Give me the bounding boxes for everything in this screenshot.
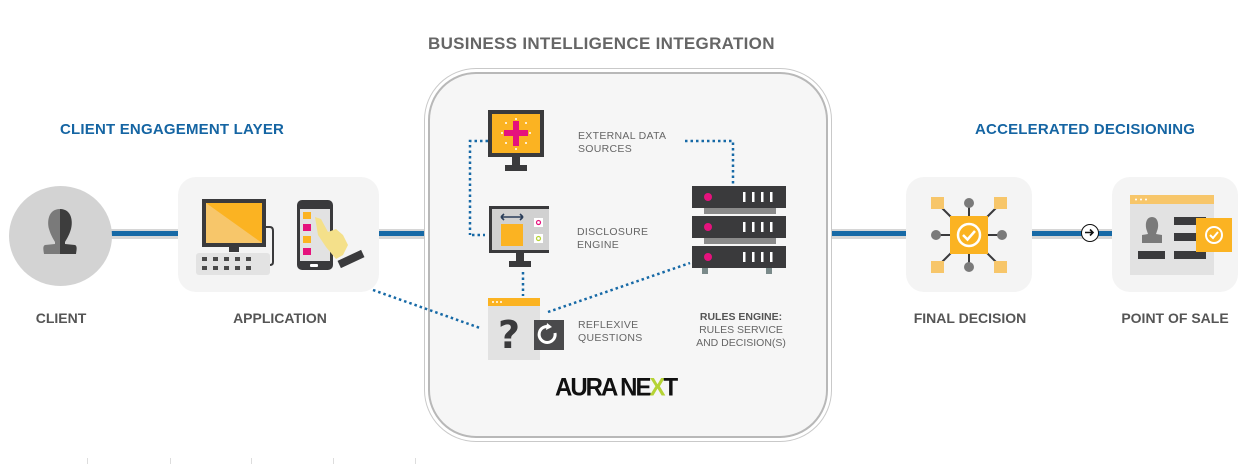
reflexive-label-line2: QUESTIONS — [578, 332, 643, 344]
dotted-line-external-rules — [685, 139, 735, 185]
disclosure-label-line2: ENGINE — [577, 239, 620, 251]
logo-text-x: X — [649, 373, 665, 402]
rules-engine-line1: RULES SERVICE — [699, 324, 783, 336]
baseline-tick — [87, 458, 88, 464]
final-decision-tile — [906, 177, 1032, 292]
final-decision-label: FINAL DECISION — [913, 310, 1027, 326]
dotted-line-application-reflexive — [372, 288, 481, 330]
logo-text-t: T — [663, 373, 678, 402]
client-avatar — [9, 186, 112, 286]
application-label: APPLICATION — [233, 310, 327, 326]
client-label: CLIENT — [35, 310, 87, 326]
rules-engine-server-icon — [692, 186, 786, 274]
baseline-tick — [333, 458, 334, 464]
reflexive-questions-label: REFLEXIVE QUESTIONS — [578, 319, 643, 345]
section-heading-accelerated-decisioning: ACCELERATED DECISIONING — [975, 121, 1196, 138]
connector-client-application — [100, 229, 182, 239]
disclosure-engine-monitor-icon — [489, 206, 549, 267]
application-devices-icon — [196, 199, 365, 275]
external-data-label: EXTERNAL DATA SOURCES — [578, 130, 666, 156]
rules-engine-line2: AND DECISION(S) — [696, 337, 786, 349]
external-data-monitor-icon — [488, 110, 544, 171]
section-heading-client-engagement: CLIENT ENGAGEMENT LAYER — [60, 121, 285, 138]
external-data-label-line1: EXTERNAL DATA — [578, 130, 667, 142]
disclosure-label-line1: DISCLOSURE — [577, 226, 649, 238]
point-of-sale-label: POINT OF SALE — [1121, 310, 1229, 326]
baseline-tick — [415, 458, 416, 464]
reflexive-label-line1: REFLEXIVE — [578, 319, 639, 331]
arrow-right-circle-icon — [1081, 224, 1099, 242]
dotted-line-reflexive-rules — [547, 261, 691, 314]
application-tile — [178, 177, 379, 292]
logo-text-aura-ne: AURA NE — [555, 373, 651, 402]
reflexive-questions-icon: ? — [488, 298, 564, 360]
disclosure-engine-label: DISCLOSURE ENGINE — [577, 226, 648, 252]
point-of-sale-form-icon — [1130, 195, 1232, 275]
rules-engine-label: RULES ENGINE: RULES SERVICE AND DECISION… — [690, 311, 792, 350]
svg-text:?: ? — [498, 313, 520, 357]
point-of-sale-tile — [1112, 177, 1238, 292]
dotted-line-external-to-bi — [468, 139, 488, 235]
diagram-title: BUSINESS INTELLIGENCE INTEGRATION — [428, 34, 775, 53]
rules-engine-title: RULES ENGINE: — [699, 311, 783, 323]
connector-bi-final — [828, 229, 908, 239]
baseline-tick — [170, 458, 171, 464]
connector-final-pos — [1032, 229, 1114, 239]
decision-hub-icon — [931, 197, 1007, 273]
external-data-label-line2: SOURCES — [578, 143, 633, 155]
aura-next-logo: AURA NEXT — [555, 373, 678, 402]
person-icon — [43, 209, 77, 254]
connector-application-bi — [378, 229, 430, 239]
baseline-tick — [251, 458, 252, 464]
